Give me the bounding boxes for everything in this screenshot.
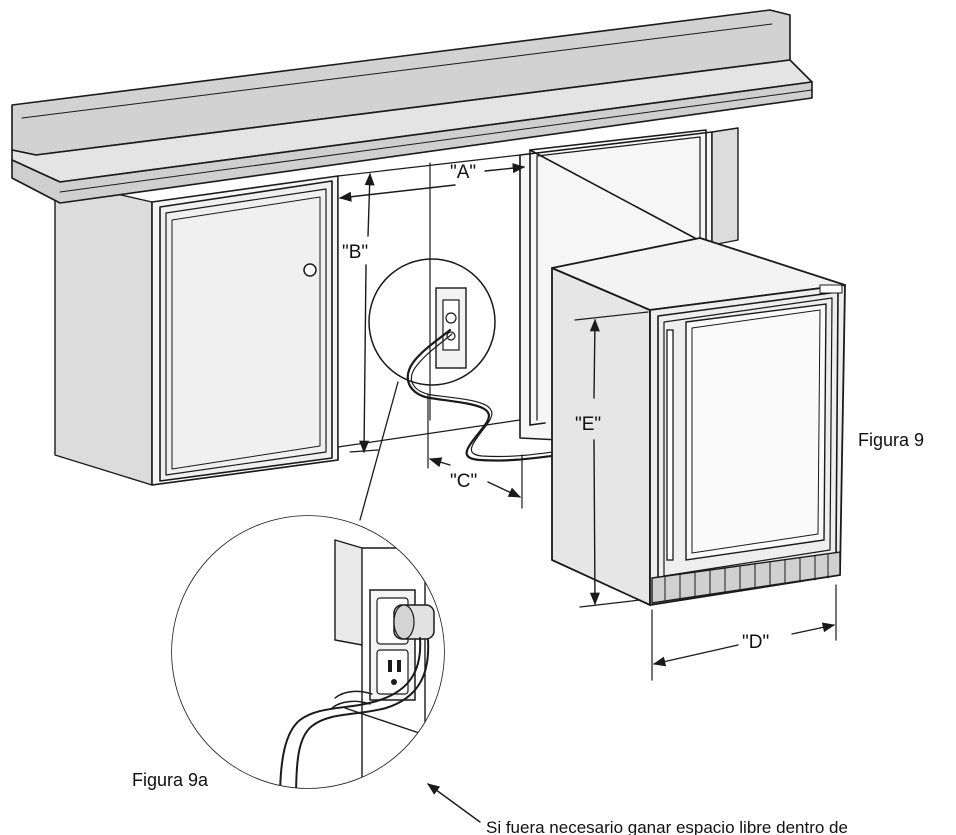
- door-handle: [666, 329, 674, 561]
- dimension-a: "A": [338, 162, 526, 202]
- kick-plate-grille: [651, 551, 841, 604]
- wine-cooler: [551, 237, 846, 606]
- label-dimension-c: "C": [450, 471, 477, 492]
- label-dimension-b: "B": [342, 242, 368, 263]
- caption-figura-9a: Figura 9a: [132, 770, 209, 790]
- dimension-b: "B": [342, 172, 379, 454]
- dimension-c: "C": [427, 394, 523, 509]
- label-dimension-a: "A": [450, 162, 476, 183]
- detail-view: [171, 515, 445, 789]
- label-dimension-d: "D": [742, 632, 769, 653]
- caption-figura-9: Figura 9: [858, 430, 924, 450]
- dimension-d: "D": [651, 584, 837, 681]
- note-text: Si fuera necesario ganar espacio libre d…: [486, 818, 848, 835]
- glass-door: [685, 303, 827, 561]
- power-cord: [406, 328, 562, 462]
- countertop: [11, 9, 813, 204]
- base-cabinets: [54, 127, 739, 486]
- cabinet-knob: [303, 263, 317, 277]
- label-dimension-e: "E": [575, 414, 601, 435]
- dimension-e: "E": [574, 311, 649, 608]
